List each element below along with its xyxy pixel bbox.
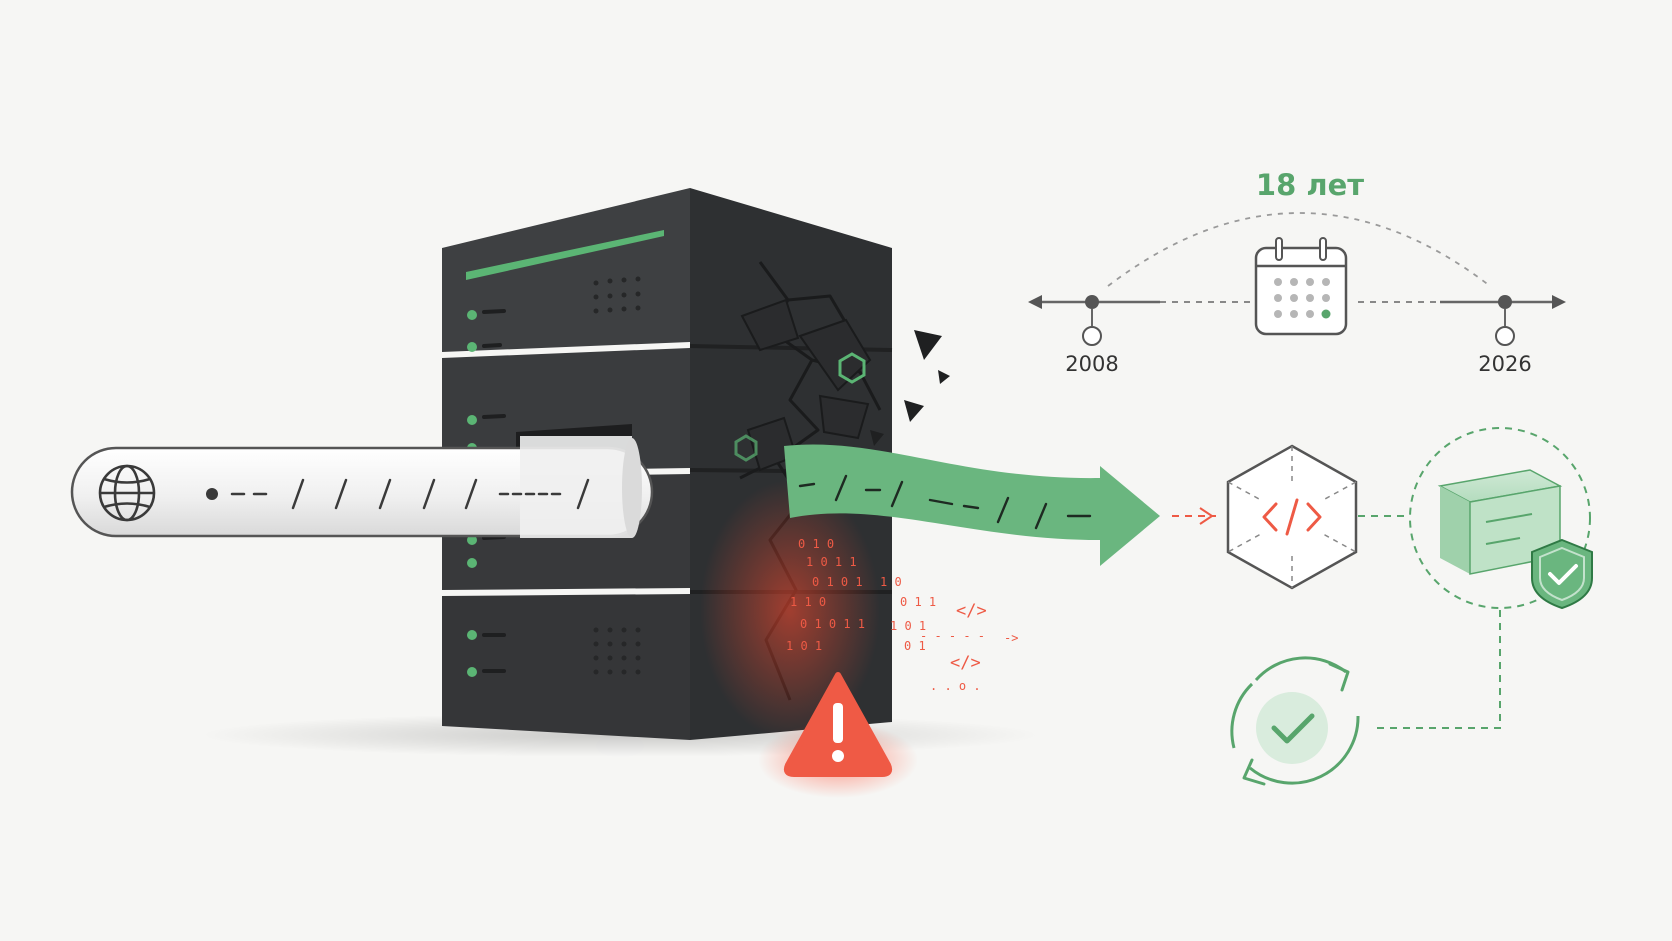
svg-text:0 1 0 1: 0 1 0 1 xyxy=(812,575,863,589)
shield-check-icon xyxy=(1531,538,1593,610)
svg-text:1 0 1 1: 1 0 1 1 xyxy=(806,555,857,569)
svg-text:</>: </> xyxy=(956,601,987,621)
sync-check-icon xyxy=(1230,656,1360,786)
end-year-label: 2026 xyxy=(1478,352,1532,376)
svg-text:1 0 1: 1 0 1 xyxy=(786,639,822,653)
code-icon xyxy=(1226,444,1358,590)
start-year-label: 2008 xyxy=(1065,352,1119,376)
globe-icon xyxy=(98,464,156,522)
duration-label: 18 лет xyxy=(1255,168,1365,202)
svg-text:0 1 0 1 1: 0 1 0 1 1 xyxy=(800,617,865,631)
timeline xyxy=(1028,212,1566,346)
svg-text:</>: </> xyxy=(950,653,981,673)
svg-text:0 1 0: 0 1 0 xyxy=(798,537,834,551)
svg-text:1 0 1: 1 0 1 xyxy=(890,619,926,633)
warning-icon xyxy=(783,672,893,777)
migration-arrow xyxy=(784,444,1160,566)
calendar-icon xyxy=(1254,237,1348,336)
svg-text:0 1: 0 1 xyxy=(904,639,926,653)
svg-text:1 1 0: 1 1 0 xyxy=(790,595,826,609)
url-tube xyxy=(70,436,654,538)
svg-text:- - - - -: - - - - - xyxy=(920,629,985,643)
svg-text:. . o .: . . o . xyxy=(930,679,981,693)
svg-text:1 0: 1 0 xyxy=(880,575,902,589)
svg-text:->: -> xyxy=(1004,631,1018,645)
svg-text:0 1 1: 0 1 1 xyxy=(900,595,936,609)
